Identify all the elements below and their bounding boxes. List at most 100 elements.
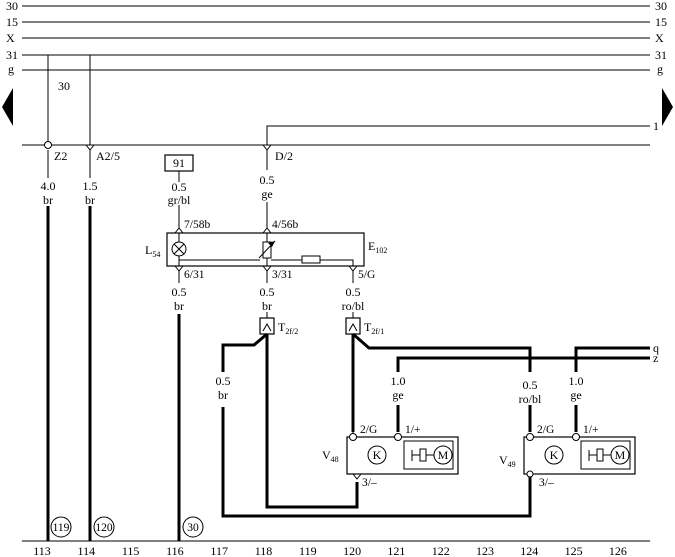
motor-v49: 2/G 1/+ K M 3/– V49 xyxy=(499,424,636,489)
rail-right-label: 30 xyxy=(655,0,667,13)
motor-v48-motor-label: M xyxy=(438,448,449,462)
column-number: 120 xyxy=(343,544,361,557)
wire-114-size: 1.5 xyxy=(83,179,98,193)
motor-v49-relay-label: K xyxy=(550,448,559,462)
ground-ref-119[interactable] xyxy=(50,516,72,538)
pin-7-58b-label: 7/58b xyxy=(184,219,210,231)
wire-124-size: 0.5 xyxy=(523,378,538,392)
motor-v49-motor-icon xyxy=(610,445,630,465)
column-number: 114 xyxy=(78,544,96,557)
wire-125-color: ge xyxy=(570,388,581,402)
switch-unit-e102: 7/58b 4/56b 6/31 3/31 5/G L54 E102 xyxy=(145,219,387,281)
terminal-30-label: 30 xyxy=(58,79,70,93)
pin-6-31-label: 6/31 xyxy=(184,269,205,281)
connector-d2-label: D/2 xyxy=(275,149,293,163)
column-number: 122 xyxy=(432,544,450,557)
previous-page-arrow-icon[interactable] xyxy=(2,88,13,126)
rail-right-label: g xyxy=(657,62,663,76)
connector-z2-point xyxy=(44,141,52,149)
column-number: 115 xyxy=(122,544,140,557)
wire-118-ground-loop xyxy=(265,334,359,509)
motor-v48-assembly xyxy=(403,440,454,470)
connector-t2f1-icon xyxy=(348,322,358,332)
ground-ref-119-label: 119 xyxy=(53,522,70,534)
connector-d2-point xyxy=(262,144,272,151)
wire-116-top-size: 0.5 xyxy=(172,180,187,194)
motor-v48-pin-3-point xyxy=(352,473,362,480)
wire-118-top-color: ge xyxy=(261,187,272,201)
motor-v49-motor-label: M xyxy=(615,448,626,462)
motor-v49-pin-2g-label: 2/G xyxy=(537,424,554,436)
rail-left-label: 30 xyxy=(6,0,18,13)
motor-v48-pin-1plus-point xyxy=(394,433,402,441)
motor-v49-pin-3-label: 3/– xyxy=(539,477,554,489)
column-number: 126 xyxy=(609,544,627,557)
rail-left-label: 15 xyxy=(6,15,18,29)
motor-v48-motor-icon xyxy=(433,445,453,465)
connector-t2f2-icon xyxy=(262,322,272,332)
line-z xyxy=(396,356,650,372)
line-q xyxy=(574,346,650,372)
wire-120-color: ro/bl xyxy=(342,299,365,313)
pin-3-31-point xyxy=(262,265,272,272)
connector-a25-point xyxy=(85,144,95,151)
connector-t2f1 xyxy=(345,317,361,335)
rail-right-label: X xyxy=(655,31,664,45)
pin-3-31-label: 3/31 xyxy=(272,269,293,281)
rail-left-label: 31 xyxy=(6,48,18,62)
column-number: 124 xyxy=(520,544,538,557)
motor-v49-designator: V49 xyxy=(499,453,516,469)
switch-designator: E102 xyxy=(368,239,387,255)
switch-unit-box xyxy=(166,232,365,267)
wire-121-color: ge xyxy=(392,388,403,402)
internal-wire xyxy=(320,259,354,266)
pin-6-31-point xyxy=(174,265,184,272)
rail-left-label: X xyxy=(6,31,15,45)
ground-ref-120[interactable] xyxy=(93,516,115,538)
motor-v49-pin-1plus-label: 1/+ xyxy=(583,424,598,436)
wire-118-bot-color: br xyxy=(262,299,272,313)
motor-v49-pin-2g-point xyxy=(526,433,534,441)
motor-v48-designator: V48 xyxy=(322,448,339,464)
connector-t2f2-label: T2f/2 xyxy=(278,320,298,336)
bus-rails: 30 15 X 31 g 30 15 X 31 g xyxy=(6,0,667,76)
connector-t2f1-label: T2f/1 xyxy=(364,320,384,336)
ground-ref-120-label: 120 xyxy=(95,522,113,534)
line-q-label: q xyxy=(653,341,659,355)
wire-113-color: br xyxy=(43,193,53,207)
motor-v48-pin-2g-point xyxy=(349,433,357,441)
pin-4-56b-label: 4/56b xyxy=(272,219,298,231)
pin-7-58b-point xyxy=(174,227,184,234)
column-number: 119 xyxy=(299,544,317,557)
rail-right-label: 15 xyxy=(655,15,667,29)
motor-v48-pin-2g-label: 2/G xyxy=(360,424,377,436)
next-page-arrow-icon[interactable] xyxy=(662,88,673,126)
pin-5-g-label: 5/G xyxy=(358,269,375,281)
motor-v48-relay-label: K xyxy=(373,448,382,462)
column-number: 121 xyxy=(387,544,405,557)
wire-114-color: br xyxy=(85,193,95,207)
column-number: 125 xyxy=(565,544,583,557)
pin-4-56b-point xyxy=(262,227,272,234)
wire-left-ground-loop xyxy=(221,407,532,518)
wire-113-size: 4.0 xyxy=(41,179,56,193)
ground-ref-30-label: 30 xyxy=(187,522,199,534)
wire-125-size: 1.0 xyxy=(569,374,584,388)
line-z-label: z xyxy=(653,351,658,365)
line-1 xyxy=(266,125,650,145)
wire-left-size: 0.5 xyxy=(216,374,231,388)
pin-5-g-point xyxy=(348,265,358,272)
fuse-label: 91 xyxy=(173,156,185,170)
ground-ref-30[interactable] xyxy=(182,516,204,538)
motor-v48-relay-icon xyxy=(367,445,387,465)
column-number: 113 xyxy=(33,544,51,557)
lamp-designator: L54 xyxy=(145,243,160,259)
wire-left-color: br xyxy=(218,388,228,402)
motor-v48-pin-1plus-label: 1/+ xyxy=(405,424,420,436)
wire-124-color: ro/bl xyxy=(519,392,542,406)
wire-116-top-color: gr/bl xyxy=(168,193,191,207)
wire-116-bot-size: 0.5 xyxy=(172,285,187,299)
wire-124-branch xyxy=(352,332,532,372)
